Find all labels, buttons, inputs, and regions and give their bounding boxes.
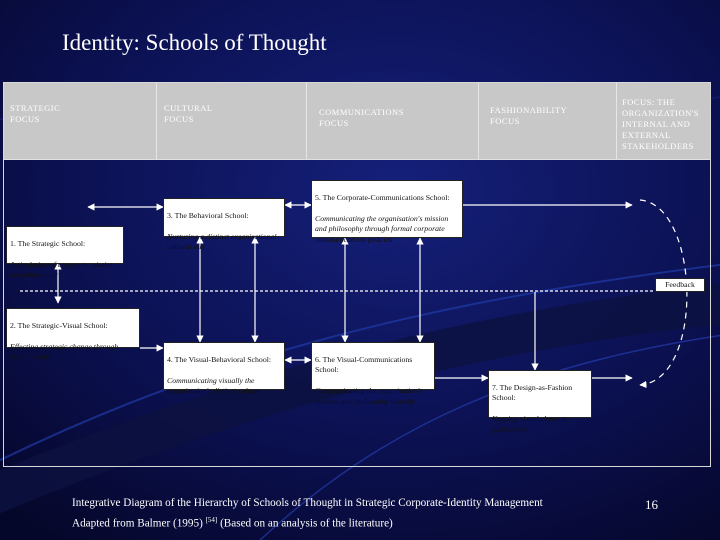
design-as-fashion-school-desc: Keeping visual elements fashionable [492, 414, 568, 434]
schools-diagram: STRATEGIC FOCUS CULTURAL FOCUS COMMUNICA… [3, 82, 711, 467]
cultural-focus-label: CULTURAL FOCUS [164, 103, 213, 124]
strategic-focus-label: STRATEGIC FOCUS [10, 103, 61, 124]
visual-communications-school-desc: Communicating the organisation's mission… [315, 386, 423, 406]
header-divider [156, 83, 157, 159]
header-divider [478, 83, 479, 159]
corporate-communications-school-title: 5. The Corporate-Communications School: [315, 192, 450, 202]
caption-line-1: Integrative Diagram of the Hierarchy of … [72, 497, 543, 509]
behavioral-school-box: 3. The Behavioral School: Nurturing a di… [163, 198, 285, 251]
slide-title: Identity: Schools of Thought [62, 30, 327, 55]
caption-line-2-prefix: Adapted from Balmer (1995) [72, 517, 206, 530]
corporate-communications-school-box: 5. The Corporate-Communications School: … [311, 180, 463, 244]
design-as-fashion-school-title: 7. The Design-as-Fashion School: [492, 382, 573, 403]
strategic-visual-school-box: 2. The Strategic-Visual School: Effectin… [6, 308, 140, 361]
visual-behavioral-school-box: 4. The Visual-Behavioral School: Communi… [163, 342, 285, 395]
visual-communications-school-title: 6. The Visual-Communications School: [315, 354, 413, 375]
communications-focus-label: COMMUNICATIONS FOCUS [319, 107, 404, 128]
strategic-visual-school-desc: Effecting strategic change through visua… [10, 341, 119, 362]
page-number: 16 [645, 497, 658, 512]
figure-caption: Integrative Diagram of the Hierarchy of … [72, 495, 617, 533]
stakeholder-focus-label: FOCUS: THE ORGANIZATION'S INTERNAL AND E… [622, 97, 700, 151]
feedback-label: Feedback [655, 278, 705, 292]
behavioral-school-title: 3. The Behavioral School: [167, 210, 249, 220]
visual-behavioral-school-desc: Communicating visually the organisation'… [167, 375, 260, 396]
behavioral-school-desc: Nurturing a distinct organisational cult… [167, 231, 277, 252]
visual-communications-school-box: 6. The Visual-Communications School: Com… [311, 342, 435, 406]
corporate-communications-school-desc: Communicating the organisation's mission… [315, 213, 449, 244]
fashionability-focus-label: FASHIONABILITY FOCUS [490, 105, 568, 126]
design-as-fashion-school-box: 7. The Design-as-Fashion School: Keeping… [488, 370, 592, 434]
header-divider [616, 83, 617, 159]
strategic-visual-school-title: 2. The Strategic-Visual School: [10, 320, 108, 330]
header-divider [306, 83, 307, 159]
strategic-school-box: 1. The Strategic School: Articulation of… [6, 226, 124, 279]
caption-line-2-suffix: (Based on an analysis of the literature) [217, 517, 393, 530]
strategic-school-title: 1. The Strategic School: [10, 238, 86, 248]
caption-citation: [54] [205, 516, 218, 524]
focus-header: STRATEGIC FOCUS CULTURAL FOCUS COMMUNICA… [4, 83, 710, 160]
strategic-school-desc: Articulation of corporate mission and ph… [10, 259, 115, 280]
visual-behavioral-school-title: 4. The Visual-Behavioral School: [167, 354, 272, 364]
